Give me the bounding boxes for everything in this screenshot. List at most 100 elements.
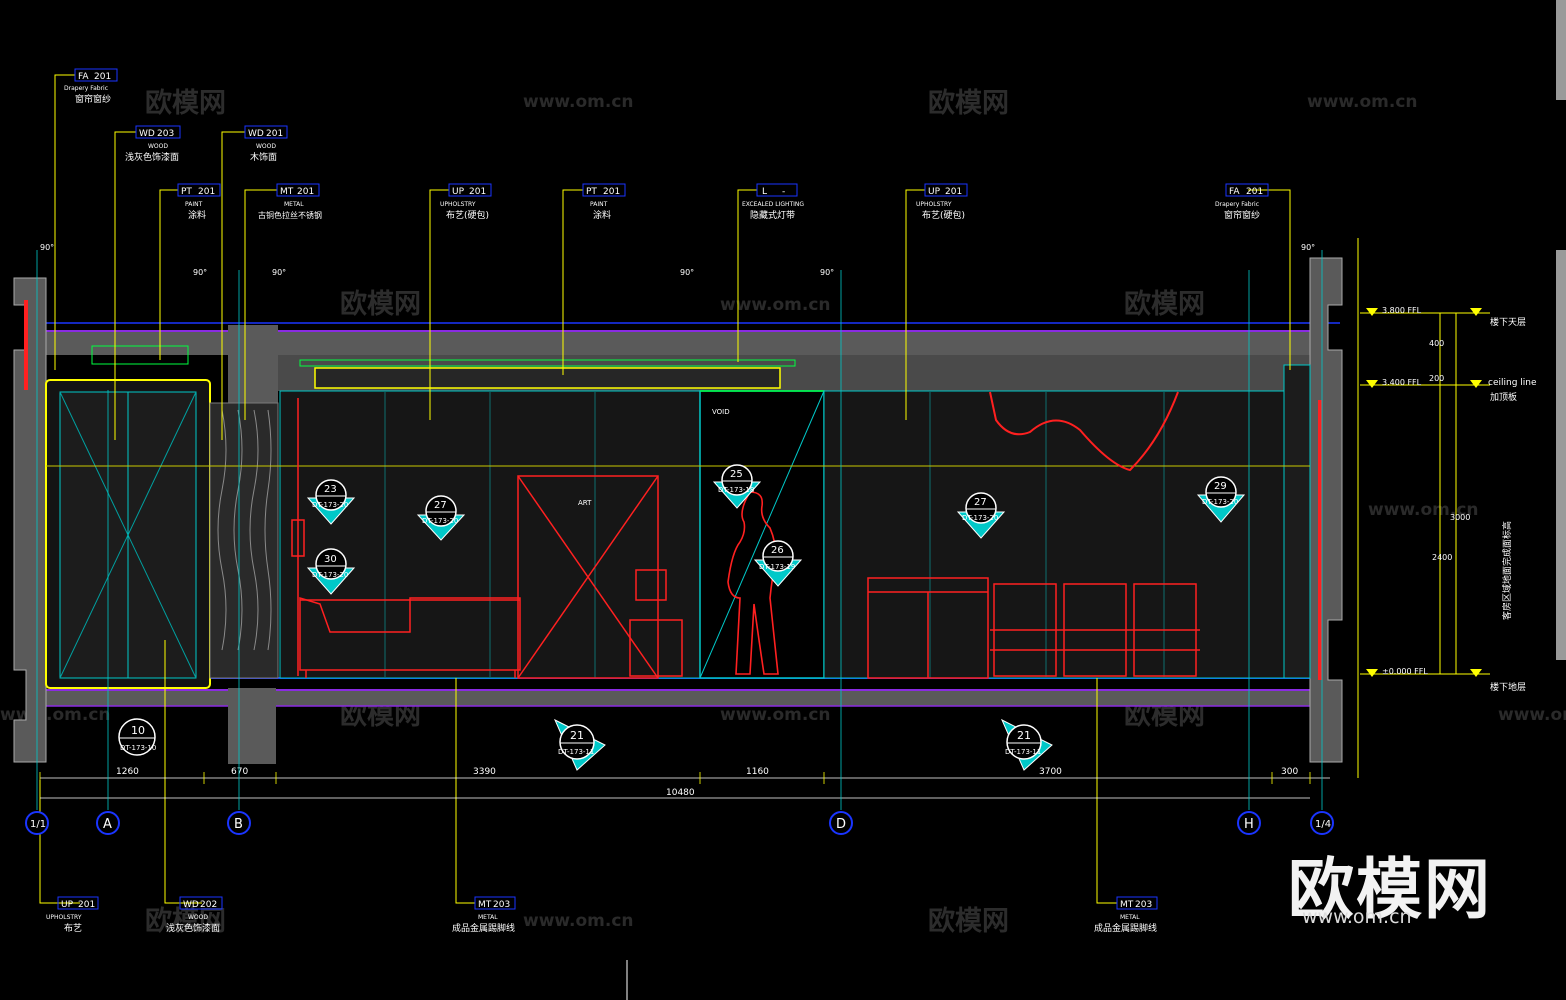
svg-text:3700: 3700	[1039, 767, 1062, 777]
svg-text:DT-173-20: DT-173-20	[422, 517, 458, 525]
watermark-cn: 欧模网	[145, 906, 226, 937]
svg-text:201: 201	[603, 187, 620, 197]
section-symbol: 25 DT-173-18	[712, 464, 762, 509]
watermark-url: www.om.cn	[1498, 705, 1566, 725]
svg-text:90°: 90°	[272, 268, 286, 277]
svg-text:201: 201	[297, 187, 314, 197]
svg-text:DT-173-19: DT-173-19	[759, 563, 795, 571]
svg-text:MT: MT	[280, 187, 294, 197]
svg-text:201: 201	[266, 129, 283, 139]
svg-text:木饰面: 木饰面	[250, 151, 277, 163]
floor-slab	[46, 690, 1310, 706]
svg-text:201: 201	[94, 72, 111, 82]
svg-text:浅灰色饰漆面: 浅灰色饰漆面	[125, 151, 179, 163]
svg-text:3.400 FFL: 3.400 FFL	[1382, 378, 1422, 387]
svg-text:201: 201	[78, 900, 95, 910]
svg-text:3.800 FFL: 3.800 FFL	[1382, 306, 1422, 315]
angle-markers: 90° 90° 90° 90° 90° 90°	[40, 243, 1315, 277]
watermark-url: www.om.cn	[523, 92, 634, 112]
svg-text:MT: MT	[478, 900, 492, 910]
svg-text:UP: UP	[452, 187, 465, 197]
svg-text:90°: 90°	[1301, 243, 1315, 252]
section-symbol: 21 DT-173-11	[1000, 718, 1053, 771]
watermark-url: www.om.cn	[1307, 92, 1418, 112]
sofa	[299, 596, 521, 671]
grid-axes: 1/1 A B D H 1/4	[25, 250, 1334, 835]
svg-text:涂料: 涂料	[188, 209, 206, 221]
svg-text:古铜色拉丝不锈钢: 古铜色拉丝不锈钢	[258, 210, 322, 220]
vertical-note: 客房区域地面完成面标高	[1501, 521, 1513, 620]
svg-text:203: 203	[157, 129, 174, 139]
svg-text:WOOD: WOOD	[256, 143, 276, 150]
svg-text:楼下地层: 楼下地层	[1490, 681, 1526, 693]
furniture	[291, 391, 1200, 679]
svg-text:成品金属踢脚线: 成品金属踢脚线	[452, 922, 515, 934]
svg-text:DT-173-20: DT-173-20	[1202, 498, 1238, 506]
svg-text:DT-173-11: DT-173-11	[558, 748, 594, 756]
grid-bubble: D	[829, 811, 853, 835]
svg-text:PT: PT	[586, 187, 597, 197]
svg-text:布艺(硬包): 布艺(硬包)	[446, 209, 489, 221]
watermark-url: www.om.cn	[720, 295, 831, 315]
art-frame	[517, 475, 659, 679]
watermark-cn: 欧模网	[1124, 289, 1205, 320]
svg-text:-: -	[782, 187, 785, 197]
svg-text:L: L	[762, 187, 767, 197]
svg-text:90°: 90°	[680, 268, 694, 277]
svg-text:25: 25	[730, 469, 743, 480]
svg-text:21: 21	[570, 729, 584, 742]
svg-text:Drapery Fabric: Drapery Fabric	[1215, 201, 1259, 208]
svg-text:27: 27	[974, 497, 987, 508]
svg-text:1260: 1260	[116, 767, 139, 777]
inline-labels: ART VOID	[578, 408, 730, 507]
grid-bubble: B	[227, 811, 251, 835]
svg-text:DT-173-18: DT-173-18	[718, 486, 754, 494]
material-tag: L- EXCEALED LIGHTING 隐藏式灯带	[742, 183, 804, 221]
right-edge-panels	[1556, 0, 1566, 660]
structure	[13, 257, 1343, 764]
watermark-cn: 欧模网	[340, 289, 421, 320]
svg-text:浅灰色饰漆面: 浅灰色饰漆面	[166, 922, 220, 934]
svg-text:3390: 3390	[473, 767, 496, 777]
level-markers: 3.800 FFL 3.400 FFL ±0.000 FFL 楼下天层 ceil…	[1357, 238, 1537, 778]
svg-text:D: D	[836, 817, 846, 832]
svg-text:DT-173-11: DT-173-11	[1005, 748, 1041, 756]
svg-text:PAINT: PAINT	[185, 201, 203, 208]
svg-text:窗帘窗纱: 窗帘窗纱	[75, 93, 111, 105]
human-figure	[727, 491, 779, 675]
svg-text:FA: FA	[1229, 187, 1240, 197]
svg-text:ceiling line: ceiling line	[1488, 378, 1537, 388]
svg-text:UP: UP	[928, 187, 941, 197]
svg-text:UPHOLSTRY: UPHOLSTRY	[46, 914, 82, 921]
section-symbol: 10 DT-173-10	[118, 718, 156, 756]
svg-text:UPHOLSTRY: UPHOLSTRY	[440, 201, 476, 208]
svg-text:201: 201	[198, 187, 215, 197]
svg-text:202: 202	[200, 900, 217, 910]
svg-text:UP: UP	[61, 900, 74, 910]
svg-text:21: 21	[1017, 729, 1031, 742]
svg-text:300: 300	[1281, 767, 1298, 777]
svg-text:METAL: METAL	[1120, 914, 1140, 921]
section-symbols: 23 DT-173-20 27 DT-173-20 30 DT-173-20 2…	[118, 464, 1246, 771]
svg-text:90°: 90°	[40, 243, 54, 252]
svg-text:27: 27	[434, 500, 447, 511]
svg-text:METAL: METAL	[478, 914, 498, 921]
section-symbol: 27 DT-173-20	[416, 495, 466, 541]
section-symbol: 26 DT-173-19	[753, 540, 803, 587]
svg-text:2400: 2400	[1432, 553, 1452, 562]
svg-text:PAINT: PAINT	[590, 201, 608, 208]
svg-text:26: 26	[771, 545, 784, 556]
svg-text:WD: WD	[139, 129, 155, 139]
svg-text:10: 10	[131, 724, 145, 737]
svg-text:WD: WD	[248, 129, 264, 139]
svg-text:加顶板: 加顶板	[1490, 391, 1517, 403]
leader-lines	[39, 74, 1291, 904]
svg-text:1/4: 1/4	[1315, 819, 1331, 830]
